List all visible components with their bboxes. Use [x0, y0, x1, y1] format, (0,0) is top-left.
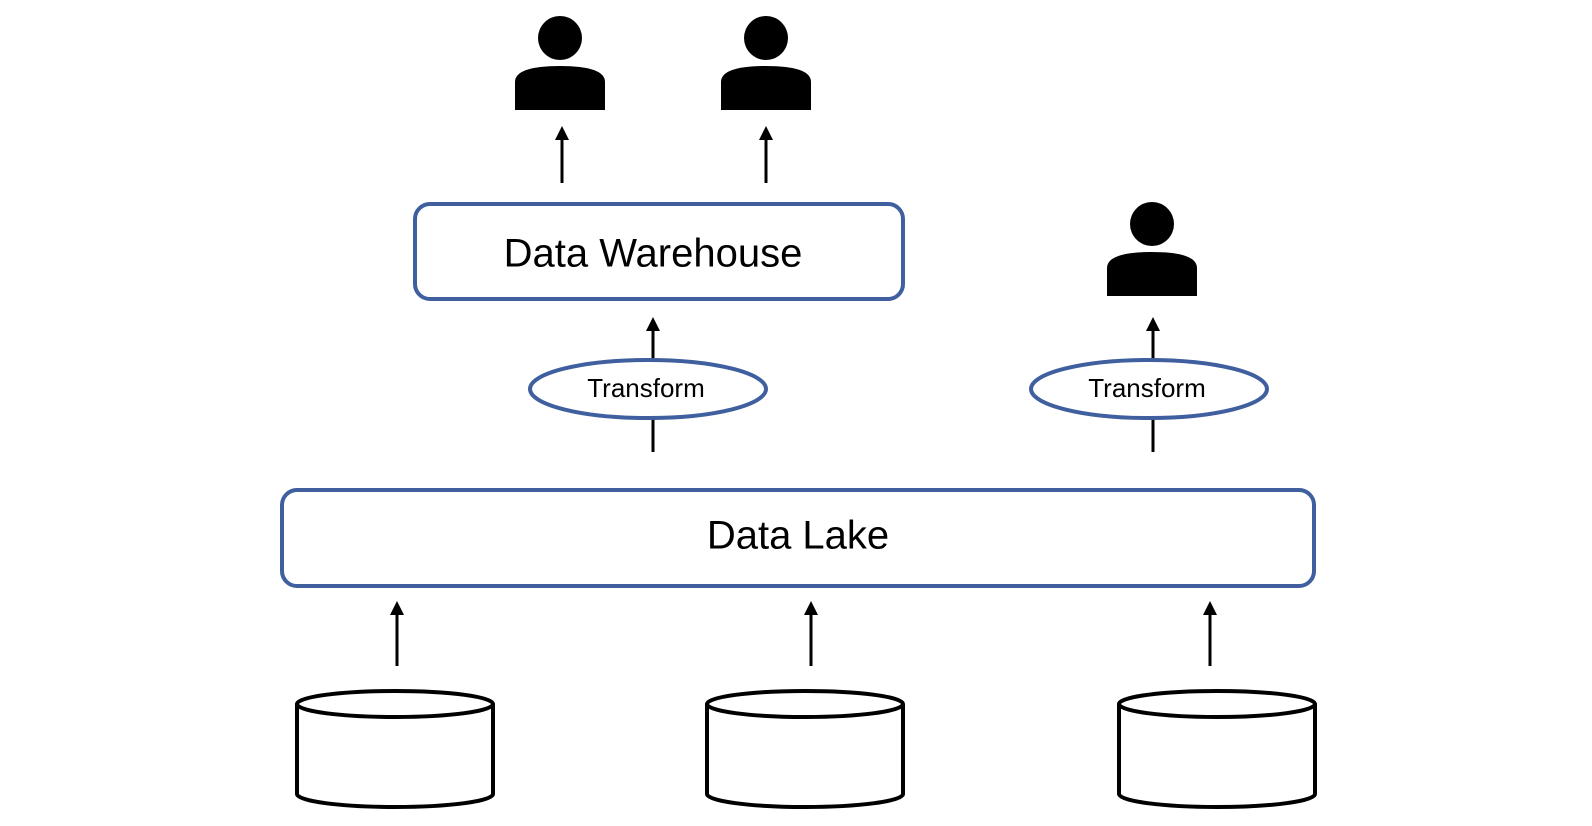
arrow-transform-to-warehouse — [646, 317, 660, 365]
data-lake-label: Data Lake — [707, 514, 889, 558]
user-icon-right — [1107, 202, 1197, 296]
database-icon-right — [1117, 689, 1317, 809]
arrow-database-left-to-lake — [390, 601, 404, 666]
transform-right-label: Transform — [1088, 373, 1206, 403]
user-icon-middle — [721, 16, 811, 110]
arrow-warehouse-to-user-left — [555, 126, 569, 183]
data-warehouse-box — [413, 202, 905, 301]
transform-right-ellipse — [1029, 358, 1269, 420]
user-icon-left — [515, 16, 605, 110]
data-warehouse-label: Data Warehouse — [504, 232, 803, 276]
arrow-transform-to-user-right — [1146, 317, 1160, 365]
database-icon-left — [295, 689, 495, 809]
arrow-database-middle-to-lake — [804, 601, 818, 666]
data-lake-box — [280, 488, 1316, 588]
database-icon-middle — [705, 689, 905, 809]
transform-left-ellipse — [528, 358, 768, 420]
arrow-warehouse-to-user-middle — [759, 126, 773, 183]
transform-left-label: Transform — [587, 373, 705, 403]
arrow-database-right-to-lake — [1203, 601, 1217, 666]
